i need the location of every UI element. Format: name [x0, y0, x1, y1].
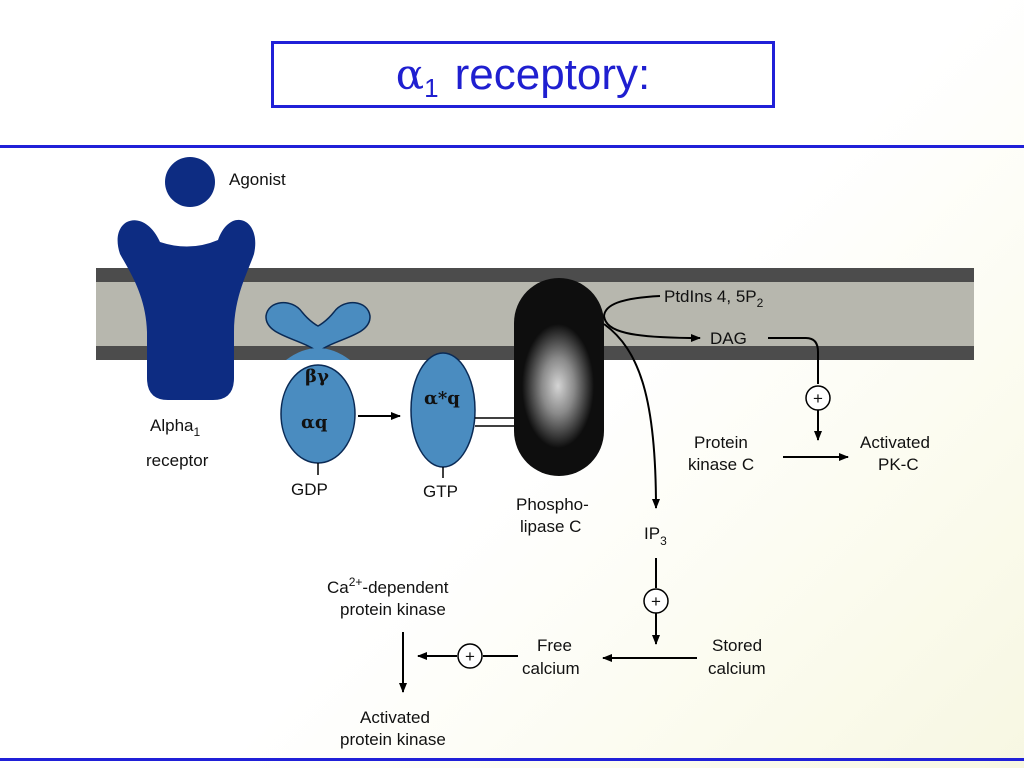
ca-protein-kinase-label: protein kinase: [340, 600, 446, 619]
stored-calcium-label2: calcium: [708, 659, 766, 678]
lipase-c-label: lipase C: [520, 517, 581, 536]
free-calcium-label1: Free: [537, 636, 572, 655]
g-protein-inactive: [265, 302, 371, 464]
bottom-rule: [0, 758, 1024, 761]
free-calcium-label2: calcium: [522, 659, 580, 678]
title-alpha: α: [395, 50, 425, 99]
activated-pkc-label2: PK-C: [878, 455, 919, 474]
ptdins-label: PtdIns 4, 5P2: [664, 287, 764, 310]
ip3-label: IP3: [644, 524, 667, 548]
alpha1-receptor: [117, 219, 256, 400]
ca-dependent-label: Ca2+-dependent: [327, 575, 449, 597]
g-alpha-active: [410, 352, 476, 468]
title-text: receptory:: [454, 49, 651, 99]
agonist-label: Agonist: [229, 170, 286, 189]
receptor-label: receptor: [146, 451, 209, 470]
activated-protein-kinase-label1: Activated: [360, 708, 430, 727]
top-rule: [0, 145, 1024, 148]
alpha-q-label: αq: [301, 412, 328, 433]
stored-calcium-label1: Stored: [712, 636, 762, 655]
activated-pkc-label1: Activated: [860, 433, 930, 452]
activated-protein-kinase-label2: protein kinase: [340, 730, 446, 749]
plus-sign-ca: +: [465, 647, 475, 666]
alpha-q-active-label: α*q: [424, 388, 460, 409]
gtp-label: GTP: [423, 482, 458, 501]
plus-marker-ca: [457, 643, 483, 669]
beta-gamma-label: βγ: [305, 366, 329, 387]
gdp-label: GDP: [291, 480, 328, 499]
agonist-ligand: [165, 157, 215, 207]
alpha1-receptor-label: Alpha1: [150, 416, 200, 439]
protein-kinase-c-label1: Protein: [694, 433, 748, 452]
title-subscript: 1: [424, 73, 439, 103]
plus-sign-ip3: +: [651, 592, 661, 611]
protein-kinase-c-label2: kinase C: [688, 455, 754, 474]
plus-sign-dag: +: [813, 389, 823, 408]
phospho-label: Phospho-: [516, 495, 589, 514]
dag-label: DAG: [710, 329, 747, 348]
